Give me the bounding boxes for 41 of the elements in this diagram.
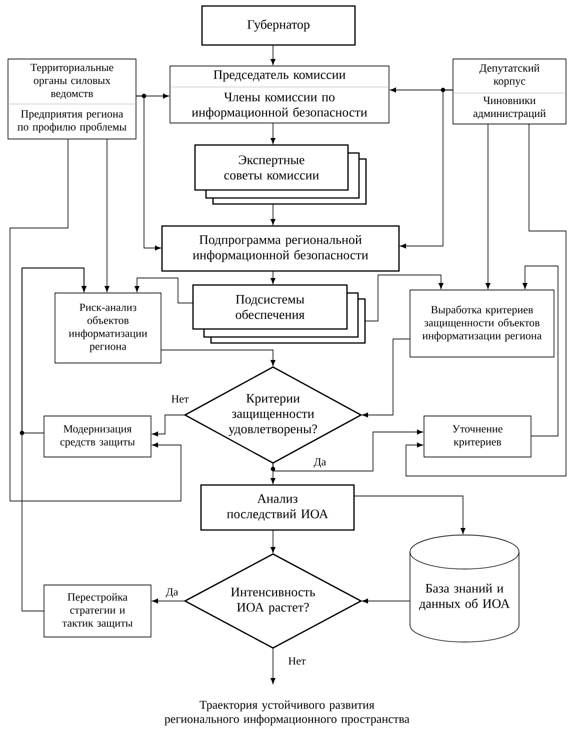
arrow (364, 274, 444, 322)
arrow (152, 414, 186, 436)
process-box: Губернатор (201, 5, 356, 46)
group-box: Депутатский корпус Чиновники администраций (452, 58, 566, 124)
arrow (104, 138, 110, 292)
arrow (270, 44, 276, 65)
arrow (270, 530, 276, 553)
arrow (10, 138, 182, 502)
arrow (134, 278, 194, 304)
arrow (160, 350, 276, 366)
arrow (406, 124, 566, 476)
process-box: Анализ последствий ИОА (200, 484, 355, 531)
group-box: Территориальные органы силовых ведомств Предприятия региона по профилю проблемы (8, 58, 136, 140)
process-box: Модернизация средств защиты (44, 416, 152, 458)
outcome-text: Траектория устойчивого развития регионального информационного пространства (164, 700, 410, 726)
arrow (270, 648, 276, 684)
arrow (270, 462, 276, 484)
arrow (272, 430, 423, 472)
arrow (400, 90, 454, 248)
process-box: Риск-анализ объектов информатизации региона (54, 292, 162, 364)
arrow (362, 598, 410, 604)
process-box: Перестройка стратегии и тактик защиты (44, 584, 152, 638)
stacked-box: Подсистемы обеспечения (192, 284, 366, 344)
edge-label: Нет (287, 656, 307, 666)
arrow (270, 270, 276, 284)
stacked-box: Экспертные советы комиссии (194, 144, 367, 205)
arrow (362, 338, 410, 418)
arrow (152, 598, 186, 604)
arrow (136, 96, 161, 250)
database-cylinder: База знаний и данных об ИОА (410, 534, 520, 642)
group-box: Председатель комиссии Члены комиссии по информационной безопасности (170, 66, 390, 124)
arrow (354, 496, 466, 534)
edge-label: Да (164, 587, 180, 599)
arrow (270, 122, 276, 144)
arrow (486, 124, 490, 289)
arrow (522, 266, 558, 436)
arrow (270, 204, 276, 225)
process-box: Подпрограмма региональной информационной безопасности (161, 225, 400, 272)
process-box: Выработка критериев защищенности объектов информатизации региона (410, 290, 554, 358)
process-box: Уточнение критериев (424, 416, 532, 458)
arrow (22, 268, 86, 434)
